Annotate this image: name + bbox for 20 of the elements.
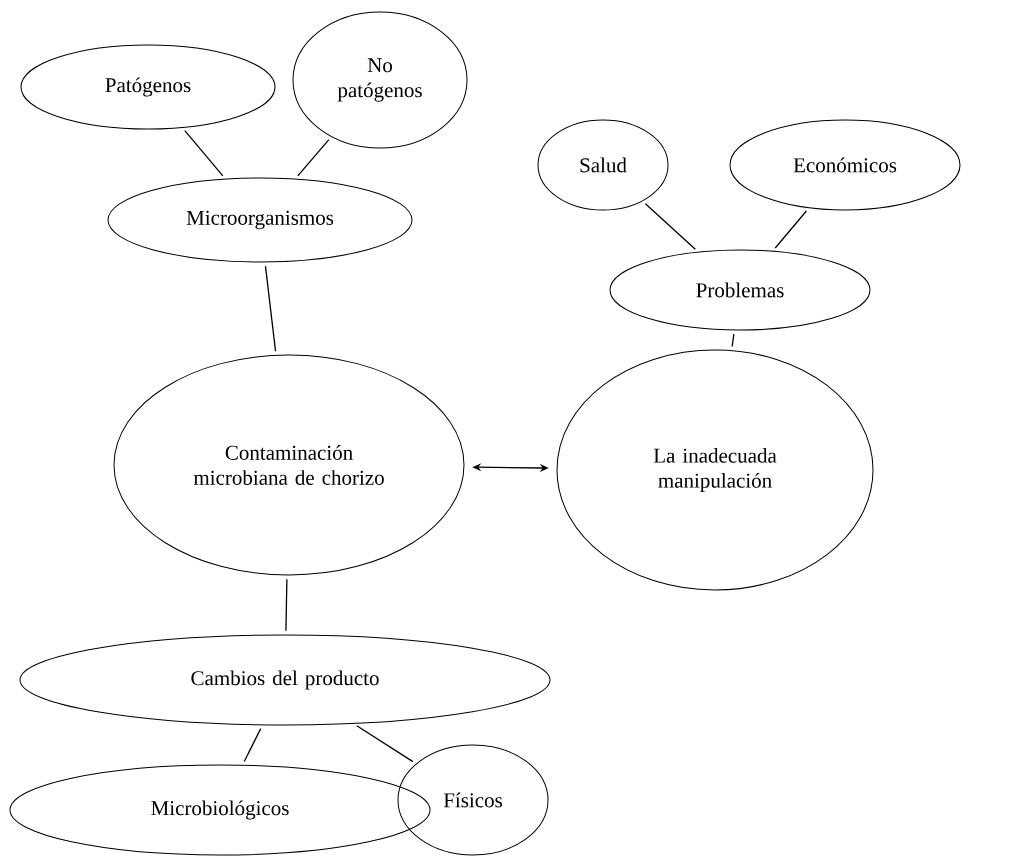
ellipse-node: Físicos	[397, 744, 549, 856]
ellipse-node: La inadecuada manipulación	[556, 349, 874, 591]
connector	[356, 725, 414, 763]
ellipse-node: Microbiológicos	[9, 764, 431, 856]
connector	[243, 727, 262, 763]
ellipse-node: Problemas	[609, 249, 871, 331]
connector	[774, 210, 808, 249]
ellipse-node: Salud	[537, 119, 669, 211]
connector	[297, 139, 330, 177]
ellipse-node: No patógenos	[292, 11, 468, 149]
connector	[264, 265, 277, 352]
ellipse-node: Contaminación microbiana de chorizo	[113, 354, 465, 576]
connector	[731, 333, 735, 348]
connector	[184, 130, 224, 177]
ellipse-node: Cambios del producto	[19, 634, 551, 726]
ellipse-node: Económicos	[729, 119, 961, 211]
ellipse-node: Microorganismos	[107, 177, 413, 263]
connector	[285, 578, 288, 632]
connector	[644, 203, 696, 250]
ellipse-node: Patógenos	[20, 44, 276, 130]
